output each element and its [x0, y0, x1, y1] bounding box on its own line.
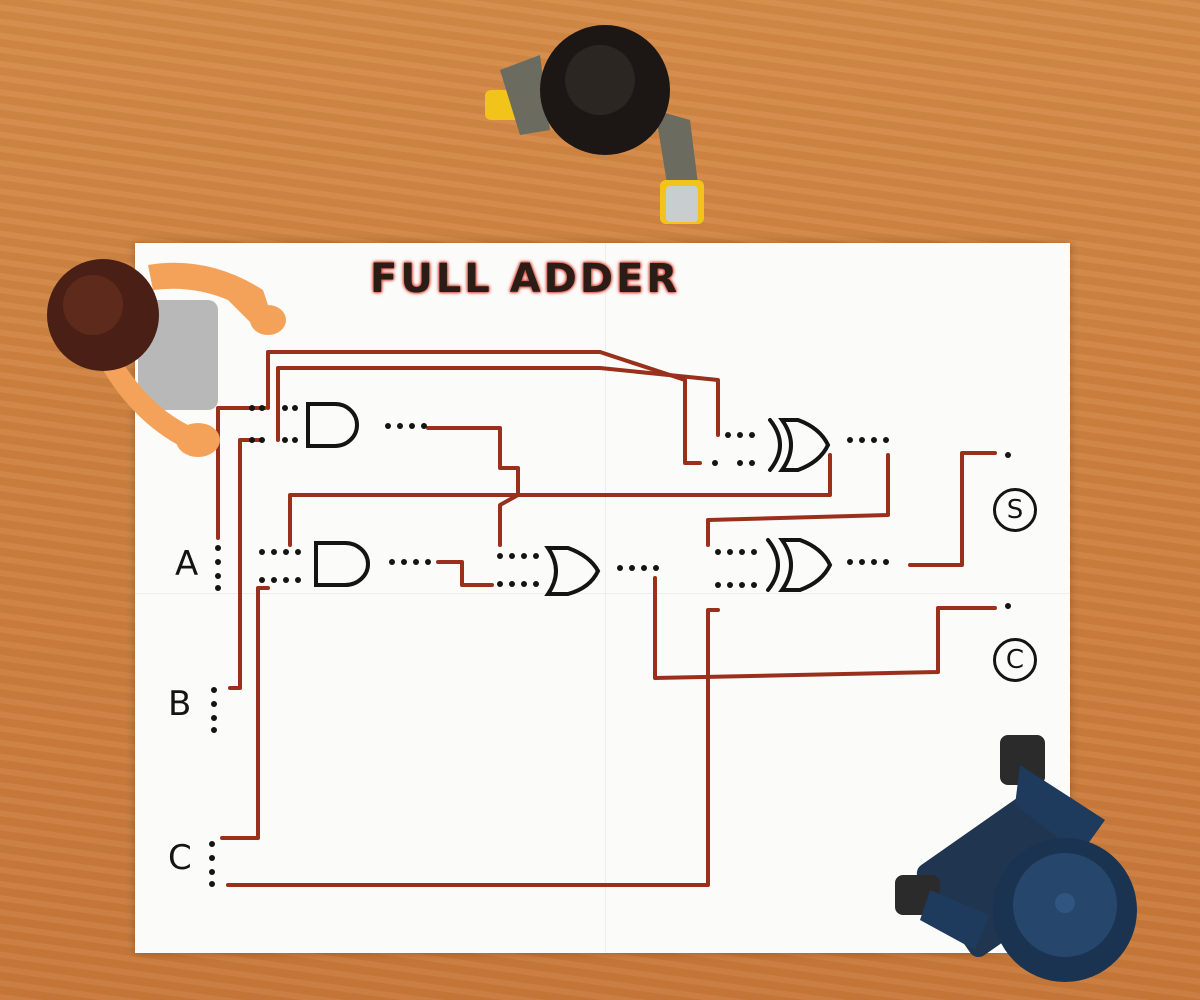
paper-fold-vertical	[605, 243, 606, 953]
output-label-sum: S	[993, 488, 1037, 532]
wire-and1-to-or	[426, 426, 520, 547]
wire-xor1-to-xor2	[706, 453, 890, 547]
xor-gate-bottom	[766, 538, 780, 592]
xor-gate-top	[768, 418, 782, 472]
input-label-c: C	[168, 838, 192, 878]
or-gate-middle	[544, 546, 601, 596]
minifigure-blue-cap-icon	[895, 735, 1137, 982]
minifigure-orange-arms-icon	[47, 259, 286, 457]
and-gate-bottom	[314, 541, 370, 587]
input-label-b: B	[168, 684, 192, 724]
diagram-title: FULL ADDER	[370, 256, 681, 302]
gate-symbols	[306, 402, 833, 596]
paper-fold-horizontal	[135, 593, 1070, 594]
wire-xor2-to-sum	[908, 451, 997, 567]
wire-c-to-and	[220, 586, 270, 840]
paper-sheet	[135, 243, 1070, 953]
wire-a-to-xor-top	[266, 350, 702, 465]
input-label-a: A	[175, 544, 199, 584]
output-label-carry: C	[993, 638, 1037, 682]
wire-and2-to-or	[436, 560, 494, 587]
connection-dots	[209, 405, 1011, 887]
wire-xor-top-to-and2	[288, 453, 832, 547]
wire-c-to-xor	[226, 608, 720, 887]
minifigure-grey-arms-icon	[485, 25, 704, 224]
wires	[216, 350, 997, 887]
wire-b-to-xor-top	[276, 366, 720, 442]
wire-or-to-carry	[653, 576, 997, 680]
and-gate-top	[306, 402, 359, 448]
